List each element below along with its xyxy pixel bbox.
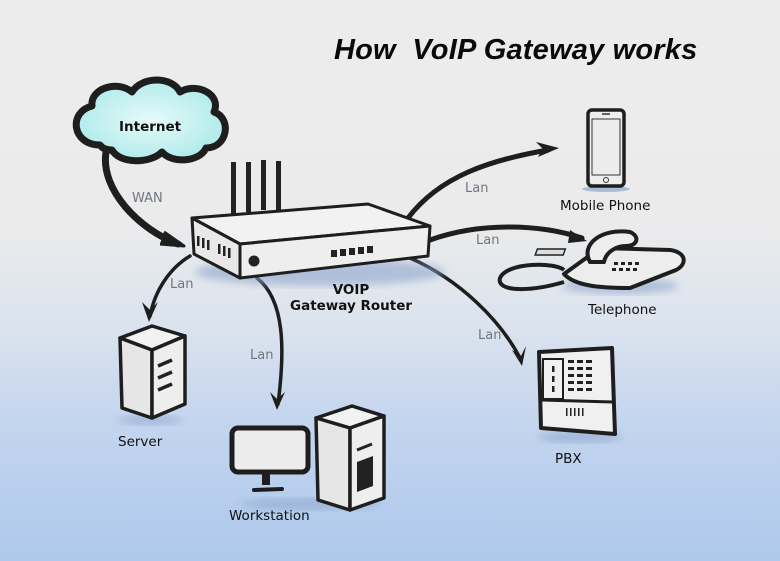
telephone-icon	[497, 229, 686, 294]
wan-label: WAN	[132, 191, 163, 206]
router-label-line1: VOIP	[332, 282, 370, 298]
lan-workstation-link-arrow	[255, 276, 285, 410]
telephone-label: Telephone	[588, 302, 657, 318]
wan-link-arrow	[101, 148, 186, 248]
pbx-label: PBX	[555, 451, 582, 467]
router-label-line2: Gateway Router	[290, 298, 413, 314]
workstation-icon	[229, 404, 386, 512]
lan-workstation-label: Lan	[250, 348, 274, 363]
mobile-phone-icon	[582, 108, 630, 192]
lan-telephone-link-arrow	[427, 224, 587, 243]
server-icon	[118, 324, 187, 425]
internet-label: Internet	[119, 119, 182, 135]
internet-cloud-icon	[72, 76, 229, 165]
lan-server-link-arrow	[142, 254, 192, 322]
lan-telephone-label: Lan	[476, 233, 500, 248]
lan-mobile-label: Lan	[465, 181, 489, 196]
mobile-phone-label: Mobile Phone	[560, 198, 651, 214]
workstation-label: Workstation	[229, 508, 310, 524]
pbx-icon	[537, 346, 622, 443]
lan-server-label: Lan	[170, 277, 194, 292]
server-label: Server	[118, 434, 163, 450]
lan-pbx-label: Lan	[478, 328, 502, 343]
page-title: How VoIP Gateway works	[334, 34, 698, 66]
lan-mobile-link-arrow	[405, 142, 559, 221]
router-icon	[190, 160, 445, 286]
